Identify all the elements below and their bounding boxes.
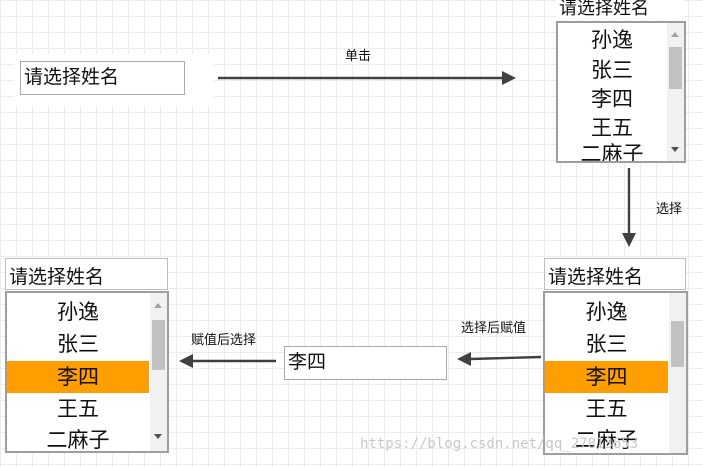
- watermark: https://blog.csdn.net/qq_27813653: [360, 436, 639, 452]
- result-name-input[interactable]: 李四: [284, 346, 447, 380]
- step-assign-select-label: 赋值后选择: [191, 333, 257, 348]
- panel-top-scrollbar[interactable]: [667, 23, 684, 161]
- panel-top-title-text: 请选择姓名: [559, 0, 649, 19]
- panel-right-title-text: 请选择姓名: [548, 266, 644, 288]
- panel-top-listbox[interactable]: 孙逸 张三 李四 王五 二麻子: [556, 21, 686, 163]
- panel-left-listbox[interactable]: 孙逸 张三 李四 王五 二麻子: [5, 291, 169, 453]
- panel-top-list-item[interactable]: 孙逸: [591, 28, 633, 52]
- panel-right-list-item[interactable]: 二麻子: [575, 428, 638, 452]
- panel-right-list-item-selected[interactable]: 李四: [545, 361, 668, 393]
- panel-right-list-item[interactable]: 王五: [585, 397, 628, 421]
- panel-left-title: 请选择姓名: [5, 258, 168, 290]
- scroll-down-icon[interactable]: [671, 147, 679, 152]
- scroll-thumb[interactable]: [671, 321, 684, 367]
- panel-right-title: 请选择姓名: [544, 258, 686, 290]
- name-select-input[interactable]: 请选择姓名: [20, 61, 185, 95]
- panel-left-list-item[interactable]: 王五: [57, 397, 99, 421]
- panel-top-list-item[interactable]: 二麻子: [580, 142, 644, 163]
- panel-left-list-item-selected[interactable]: 李四: [7, 361, 149, 393]
- panel-left-list-item[interactable]: 孙逸: [57, 300, 99, 324]
- scroll-up-icon[interactable]: [154, 303, 162, 308]
- arrow-down: [622, 168, 636, 247]
- scroll-up-icon[interactable]: [671, 32, 679, 37]
- panel-left-title-text: 请选择姓名: [9, 266, 105, 288]
- step-select-assign-label: 选择后赋值: [461, 321, 527, 336]
- panel-right-scrollbar[interactable]: [669, 293, 686, 453]
- scroll-down-icon[interactable]: [154, 434, 162, 439]
- panel-right-list-item[interactable]: 孙逸: [585, 300, 628, 324]
- panel-top-list-item[interactable]: 王五: [591, 116, 633, 140]
- arrow-left-upper: [457, 352, 542, 366]
- arrow-left-lower: [179, 354, 276, 368]
- step-select-label: 选择: [656, 202, 683, 217]
- panel-left-list-item[interactable]: 二麻子: [46, 428, 110, 452]
- panel-left-scrollbar[interactable]: [150, 293, 167, 451]
- scroll-thumb[interactable]: [669, 47, 682, 89]
- panel-right-list-item[interactable]: 张三: [585, 332, 628, 356]
- arrow-right: [218, 71, 516, 85]
- panel-top-list-item[interactable]: 张三: [591, 58, 633, 82]
- panel-right-listbox[interactable]: 孙逸 张三 李四 王五 二麻子: [543, 291, 688, 455]
- panel-top-list-item[interactable]: 李四: [591, 87, 633, 111]
- panel-left-list-item[interactable]: 张三: [57, 332, 99, 356]
- panel-top-title: 请选择姓名: [556, 0, 684, 20]
- step-click-label: 单击: [345, 49, 372, 64]
- scroll-thumb[interactable]: [152, 320, 165, 370]
